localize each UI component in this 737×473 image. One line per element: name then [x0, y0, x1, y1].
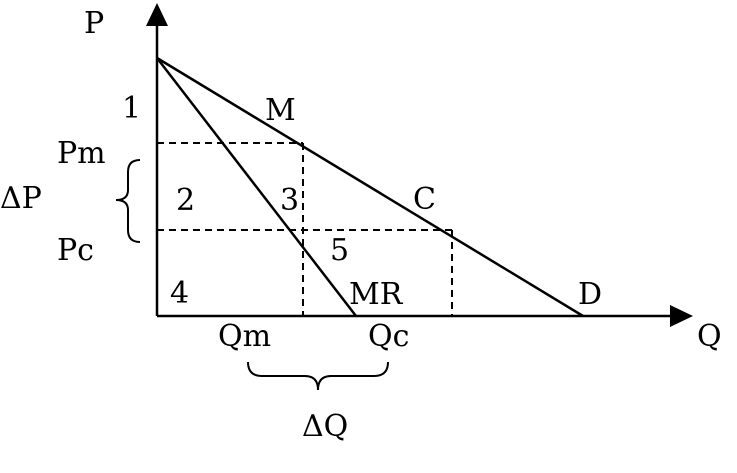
pc-label: Pc	[57, 233, 94, 268]
demand-label: D	[578, 277, 602, 312]
pm-label: Pm	[57, 136, 106, 171]
region-5-label: 5	[330, 233, 349, 268]
demand-curve	[156, 56, 584, 318]
delta-q-label: ΔQ	[302, 409, 348, 444]
qm-label: Qm	[218, 319, 271, 354]
delta-p-brace	[115, 159, 141, 243]
y-axis-label: P	[84, 6, 104, 41]
delta-q-brace	[247, 361, 389, 391]
x-axis-label: Q	[697, 319, 722, 354]
guide-lines	[157, 142, 453, 316]
region-1-label: 1	[122, 91, 141, 126]
region-2-label: 2	[176, 183, 195, 218]
mr-label: MR	[349, 277, 404, 312]
marginal-revenue-curve	[156, 57, 357, 317]
axes	[146, 3, 693, 327]
curves	[156, 56, 584, 318]
point-m-label: M	[265, 93, 296, 128]
point-c-label: C	[413, 182, 436, 217]
qc-label: Qc	[368, 319, 409, 354]
x-axis-arrow	[670, 305, 693, 327]
y-axis-arrow	[146, 3, 168, 26]
region-4-label: 4	[170, 276, 189, 311]
delta-p-label: ΔP	[0, 181, 42, 216]
region-3-label: 3	[280, 183, 299, 218]
